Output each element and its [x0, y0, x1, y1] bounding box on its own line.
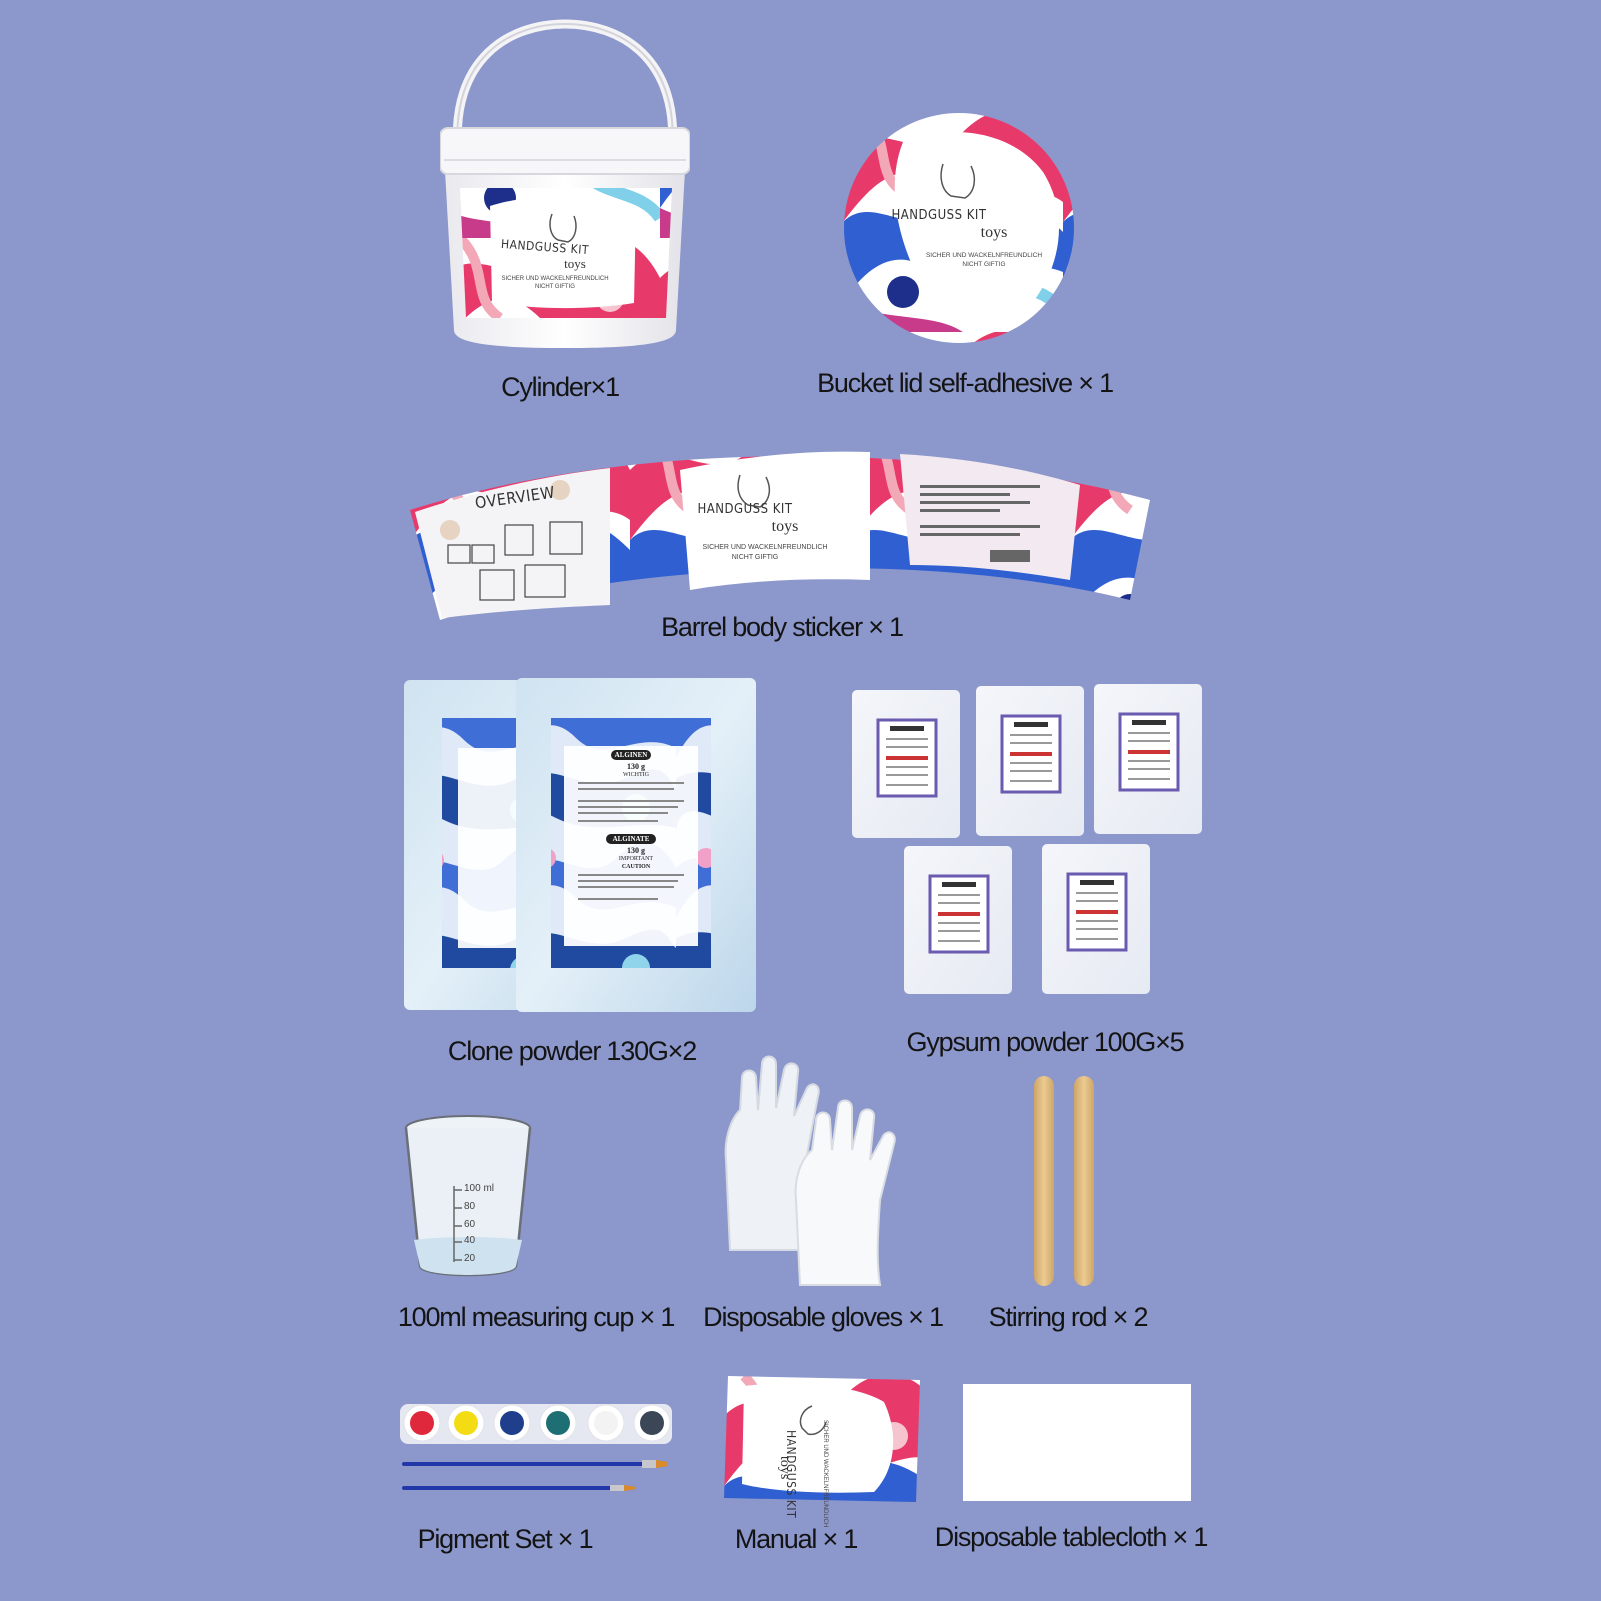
tablecloth-label: Disposable tablecloth × 1	[934, 1522, 1209, 1552]
lid-brand-title: HANDGUSS KIT	[891, 208, 987, 223]
gypsum-bag-4	[904, 846, 1012, 994]
alginate-note-en: CAUTION	[621, 864, 651, 870]
bucket-brand-line2: NICHT GIFTIG	[535, 284, 575, 290]
bucket-image: HANDGUSS KIT toys SICHER UND WACKELNFREU…	[439, 18, 691, 348]
pigment-set-image	[400, 1398, 672, 1498]
gloves-image	[720, 1050, 906, 1290]
cup-tick-100: 100 ml	[464, 1183, 495, 1194]
gloves-label: Disposable gloves × 1	[703, 1302, 944, 1332]
alginate-weight-de: 130 g	[627, 762, 645, 771]
lid-sticker-image: HANDGUSS KIT toys SICHER UND WACKELNFREU…	[843, 112, 1075, 344]
sticker-brand-title: HANDGUSS KIT	[697, 502, 793, 517]
cup-tick-20: 20	[464, 1253, 476, 1264]
alginate-note-de: WICHTIG	[623, 772, 649, 778]
gypsum-bag-1	[852, 690, 960, 838]
measuring-cup-label: 100ml measuring cup × 1	[397, 1302, 676, 1332]
gypsum-powder-label: Gypsum powder 100G×5	[906, 1027, 1185, 1057]
lid-brand-line2: NICHT GIFTIG	[962, 261, 1006, 268]
cup-tick-80: 80	[464, 1201, 476, 1212]
stirring-rod-2	[1074, 1076, 1094, 1286]
alginate-note-fr: IMPORTANT	[618, 856, 654, 862]
lid-brand-line1: SICHER UND WACKELNFREUNDLICH	[925, 252, 1043, 259]
manual-brand-line1: SICHER UND WACKELNFREUNDLICH	[822, 1420, 828, 1528]
clone-powder-label: Clone powder 130G×2	[447, 1036, 697, 1066]
manual-image: HANDGUSS KIT toys SICHER UND WACKELNFREU…	[724, 1376, 920, 1527]
lid-sticker-label: Bucket lid self-adhesive × 1	[817, 368, 1114, 398]
alginate-name-en: ALGINATE	[612, 835, 650, 843]
stirring-rod-label: Stirring rod × 2	[988, 1302, 1149, 1332]
measuring-cup-image: 100 ml 80 60 40 20	[404, 1112, 534, 1284]
manual-label: Manual × 1	[734, 1524, 859, 1554]
cylinder-label: Cylinder×1	[501, 372, 620, 402]
cup-tick-60: 60	[464, 1219, 476, 1230]
bucket-brand-line1: SICHER UND WACKELNFREUNDLICH	[501, 276, 609, 282]
lid-brand-toys: toys	[980, 224, 1008, 241]
manual-brand-toys: toys	[777, 1456, 792, 1480]
alginate-weight-en: 130 g	[627, 846, 645, 855]
alginate-name-de: ALGINEN	[614, 751, 648, 759]
cup-tick-40: 40	[464, 1235, 476, 1246]
clone-powder-bag-front: ALGINEN 130 g WICHTIG ALGINATE 130 g IMP…	[516, 678, 756, 1012]
sticker-brand-line2: NICHT GIFTIG	[731, 554, 779, 561]
stirring-rod-1	[1034, 1076, 1054, 1286]
bucket-brand-toys: toys	[564, 256, 586, 271]
pigment-set-label: Pigment Set × 1	[417, 1524, 594, 1554]
gypsum-bag-3	[1094, 684, 1202, 834]
gypsum-bag-2	[976, 686, 1084, 836]
barrel-sticker-image: OVERVIEW HANDGUSS KIT toys SICHER UND WA…	[410, 430, 1150, 630]
sticker-brand-toys: toys	[771, 518, 799, 535]
barrel-sticker-label: Barrel body sticker × 1	[661, 612, 904, 642]
gypsum-bag-5	[1042, 844, 1150, 994]
tablecloth-image	[963, 1384, 1191, 1501]
sticker-brand-line1: SICHER UND WACKELNFREUNDLICH	[702, 544, 828, 551]
